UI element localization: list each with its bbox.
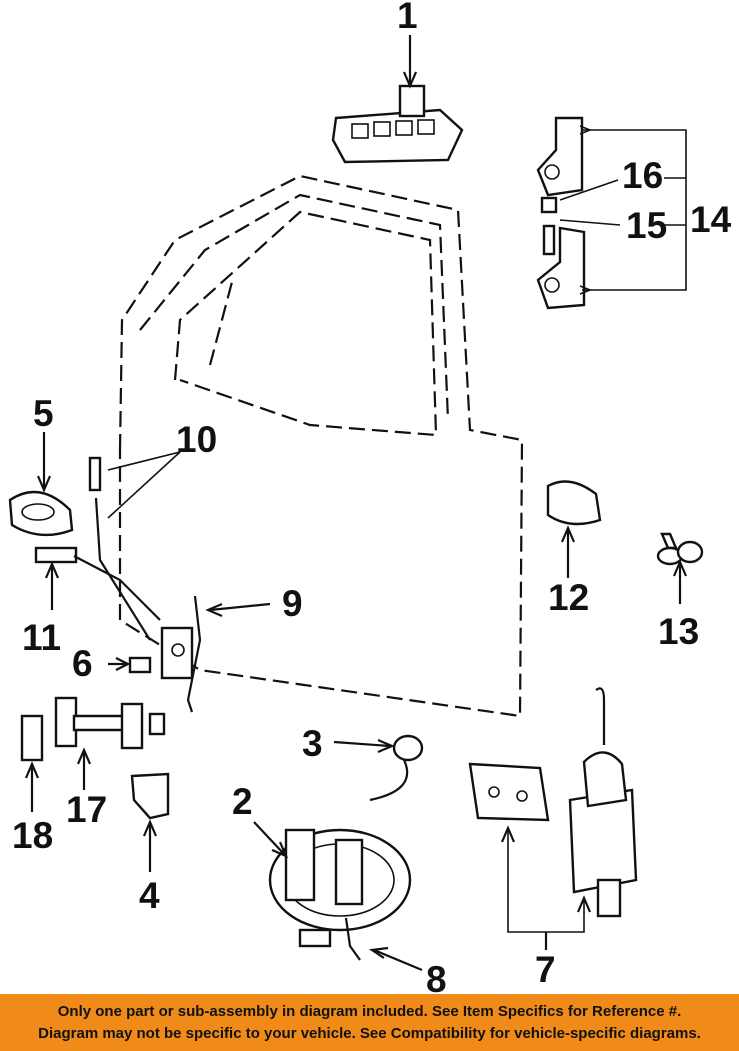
part-7-actuator bbox=[468, 687, 638, 950]
door-lock-parts-diagram: 1 2 3 4 5 6 7 8 9 10 11 12 13 14 15 16 1… bbox=[8, 0, 732, 994]
callout-15: 15 bbox=[626, 205, 667, 246]
part-3-harness bbox=[333, 734, 424, 802]
part-18-bumper bbox=[20, 714, 44, 812]
callout-16: 16 bbox=[622, 155, 663, 196]
part-1-keypad bbox=[331, 35, 464, 164]
disclaimer-line-1: Only one part or sub-assembly in diagram… bbox=[57, 1003, 682, 1020]
part-5-inside-handle bbox=[8, 432, 74, 537]
callout-18: 18 bbox=[12, 815, 53, 856]
callout-13: 13 bbox=[658, 611, 699, 652]
callout-6: 6 bbox=[72, 643, 93, 684]
callout-11: 11 bbox=[22, 617, 61, 658]
callout-10: 10 bbox=[176, 419, 217, 460]
callout-1: 1 bbox=[397, 0, 418, 36]
part-13-fastener bbox=[656, 532, 704, 604]
callout-5: 5 bbox=[33, 393, 54, 434]
part-12-striker bbox=[546, 480, 602, 578]
callout-12: 12 bbox=[548, 577, 589, 618]
callout-3: 3 bbox=[302, 723, 323, 764]
part-17-check-arm bbox=[54, 696, 166, 790]
callout-4: 4 bbox=[139, 875, 160, 916]
disclaimer-banner: Only one part or sub-assembly in diagram… bbox=[0, 994, 739, 1051]
callout-14: 14 bbox=[690, 199, 732, 240]
part-11-link-rod bbox=[34, 546, 161, 621]
callout-2: 2 bbox=[232, 781, 253, 822]
part-6-latch bbox=[108, 626, 194, 680]
part-2-outside-handle bbox=[253, 821, 412, 932]
callout-7: 7 bbox=[535, 949, 556, 990]
callout-17: 17 bbox=[66, 789, 107, 830]
part-8-linkage bbox=[298, 917, 423, 972]
part-4-clip bbox=[130, 772, 170, 872]
callout-9: 9 bbox=[282, 583, 303, 624]
part-9-cable bbox=[186, 595, 271, 713]
part-10-rods bbox=[88, 451, 181, 641]
disclaimer-line-2: Diagram may not be specific to your vehi… bbox=[38, 1025, 701, 1042]
callout-8: 8 bbox=[426, 959, 447, 994]
part-14-hinge-assembly bbox=[536, 116, 687, 310]
